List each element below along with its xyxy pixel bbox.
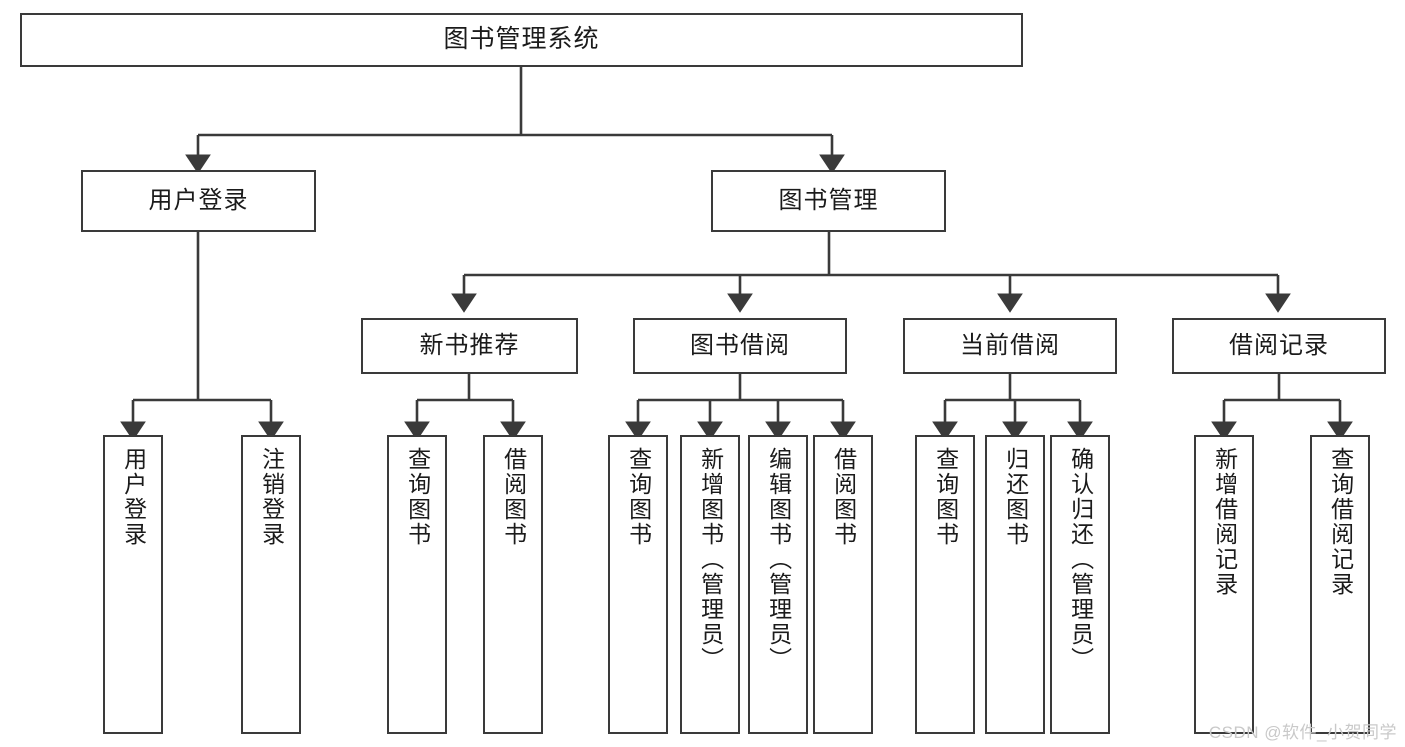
node-borrow-record[interactable]: 借阅记录 (1172, 318, 1386, 374)
leaf-borrow-borrow-book[interactable]: 借阅图书 (813, 435, 873, 734)
node-label: 图书管理系统 (443, 25, 600, 54)
leaf-user-login-login[interactable]: 用户登录 (103, 435, 163, 734)
leaf-recommend-borrow-book[interactable]: 借阅图书 (483, 435, 543, 734)
node-label: 新增借阅记录 (1211, 447, 1238, 597)
node-label: 图书借阅 (690, 331, 790, 359)
node-book-borrow[interactable]: 图书借阅 (633, 318, 847, 374)
node-label: 用户登录 (148, 186, 249, 214)
leaf-record-query-record[interactable]: 查询借阅记录 (1310, 435, 1370, 734)
leaf-borrow-edit-book-admin[interactable]: 编辑图书（管理员） (748, 435, 808, 734)
leaf-borrow-query-book[interactable]: 查询图书 (608, 435, 668, 734)
node-label: 借阅记录 (1229, 331, 1329, 359)
leaf-current-return-book[interactable]: 归还图书 (985, 435, 1045, 734)
node-label: 编辑图书（管理员） (765, 447, 792, 672)
node-label: 注销登录 (258, 447, 285, 547)
node-label: 图书管理 (778, 186, 879, 214)
node-label: 查询图书 (625, 447, 652, 547)
node-current-borrow[interactable]: 当前借阅 (903, 318, 1117, 374)
csdn-watermark: CSDN @软件_小贺同学 (1208, 723, 1397, 742)
leaf-borrow-add-book-admin[interactable]: 新增图书（管理员） (680, 435, 740, 734)
node-root-system[interactable]: 图书管理系统 (20, 13, 1023, 67)
node-label: 借阅图书 (500, 447, 527, 547)
node-label: 确认归还（管理员） (1067, 447, 1094, 672)
node-label: 新增图书（管理员） (697, 447, 724, 672)
node-label: 查询图书 (932, 447, 959, 547)
leaf-current-confirm-return-admin[interactable]: 确认归还（管理员） (1050, 435, 1110, 734)
node-label: 新书推荐 (419, 331, 520, 359)
node-label: 查询图书 (404, 447, 431, 547)
leaf-current-query-book[interactable]: 查询图书 (915, 435, 975, 734)
node-user-login[interactable]: 用户登录 (81, 170, 316, 232)
node-label: 用户登录 (120, 447, 147, 547)
node-book-management[interactable]: 图书管理 (711, 170, 946, 232)
leaf-recommend-query-book[interactable]: 查询图书 (387, 435, 447, 734)
node-new-book-recommend[interactable]: 新书推荐 (361, 318, 578, 374)
leaf-record-add-record[interactable]: 新增借阅记录 (1194, 435, 1254, 734)
node-label: 借阅图书 (830, 447, 857, 547)
node-label: 查询借阅记录 (1327, 447, 1354, 597)
node-label: 当前借阅 (960, 331, 1060, 359)
node-label: 归还图书 (1002, 447, 1029, 547)
leaf-user-login-logout[interactable]: 注销登录 (241, 435, 301, 734)
